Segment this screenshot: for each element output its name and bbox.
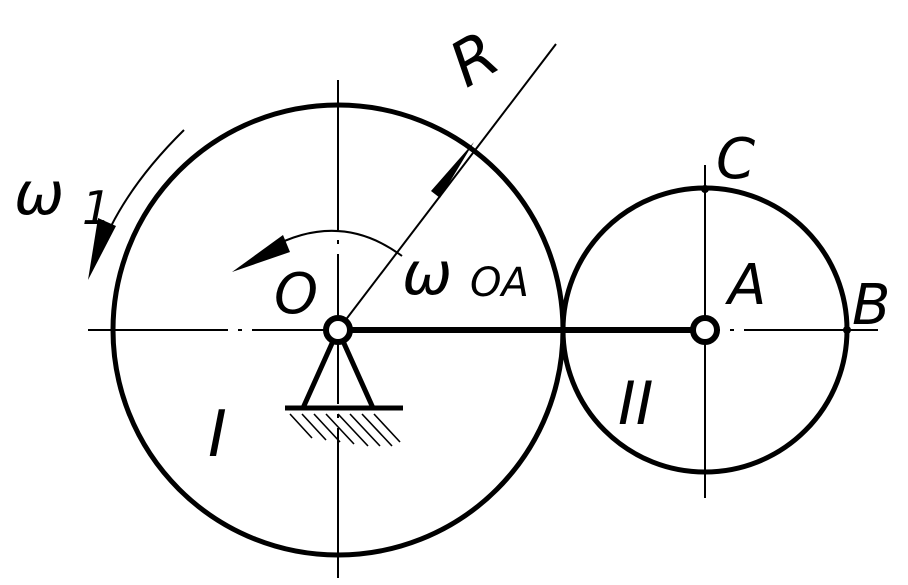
omega1-arrow [88, 129, 185, 280]
omega-oa-arrowhead [232, 235, 290, 272]
label-point-b: B [852, 273, 890, 338]
label-omega-oa-subscript: OA [470, 260, 529, 306]
label-point-c: C [716, 127, 755, 192]
radius-indicator [337, 43, 557, 331]
label-pivot-o: O [274, 262, 318, 327]
radius-arrowhead [431, 142, 474, 198]
pivot-support [285, 323, 403, 447]
label-radius: R [437, 17, 511, 102]
omega-oa-arc [269, 229, 403, 257]
ground-hatching [289, 413, 401, 447]
radius-line [337, 43, 557, 331]
label-center-a: A [725, 253, 766, 318]
joint-a [690, 315, 720, 345]
label-gear-1: I [208, 398, 227, 472]
label-omega1: ω [14, 159, 64, 229]
omega-oa-arrow [232, 229, 403, 272]
joint-o [323, 315, 353, 345]
omega1-arrowhead [88, 218, 116, 280]
point-c-marker [701, 185, 709, 193]
point-b-marker [843, 326, 851, 334]
label-gear-2: II [618, 369, 653, 439]
label-omega1-subscript: 1 [82, 181, 111, 235]
label-omega-oa: ω [402, 239, 452, 309]
